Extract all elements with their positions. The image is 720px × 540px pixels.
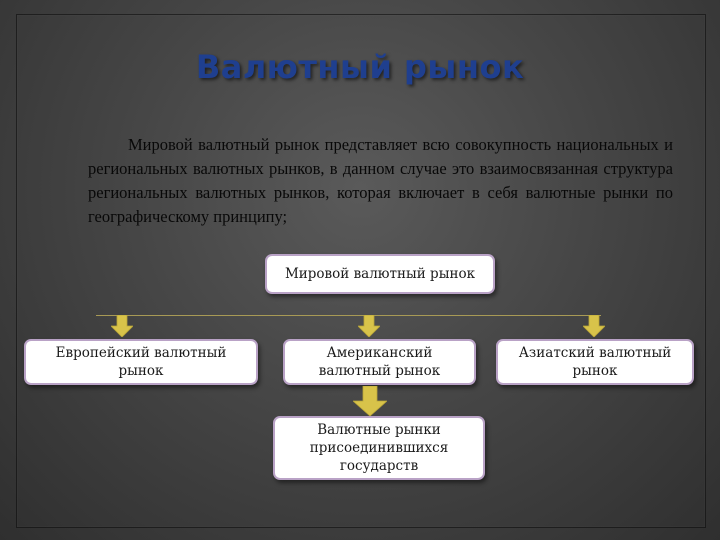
region-node-america: Американский валютный рынок bbox=[283, 339, 476, 385]
region-node-europe-label: Европейский валютный рынок bbox=[55, 345, 227, 379]
root-node-label: Мировой валютный рынок bbox=[284, 266, 476, 282]
region-node-america-label: Американский валютный рынок bbox=[318, 345, 441, 379]
down-arrow-sub bbox=[353, 386, 387, 416]
down-arrow-center bbox=[358, 315, 380, 337]
slide-frame bbox=[16, 14, 706, 528]
down-arrow-right bbox=[583, 315, 605, 337]
sub-node: Валютные рынки присоединившихся государс… bbox=[273, 416, 485, 480]
connector-line bbox=[96, 315, 601, 316]
region-node-europe: Европейский валютный рынок bbox=[24, 339, 258, 385]
region-node-asia-label: Азиатский валютный рынок bbox=[518, 345, 672, 379]
sub-node-label: Валютные рынки присоединившихся государс… bbox=[309, 422, 449, 474]
root-node: Мировой валютный рынок bbox=[265, 254, 495, 294]
down-arrow-left bbox=[111, 315, 133, 337]
region-node-asia: Азиатский валютный рынок bbox=[496, 339, 694, 385]
slide-title: Валютный рынок bbox=[195, 48, 525, 86]
slide-body-text: Мировой валютный рынок представляет всю … bbox=[88, 135, 673, 226]
